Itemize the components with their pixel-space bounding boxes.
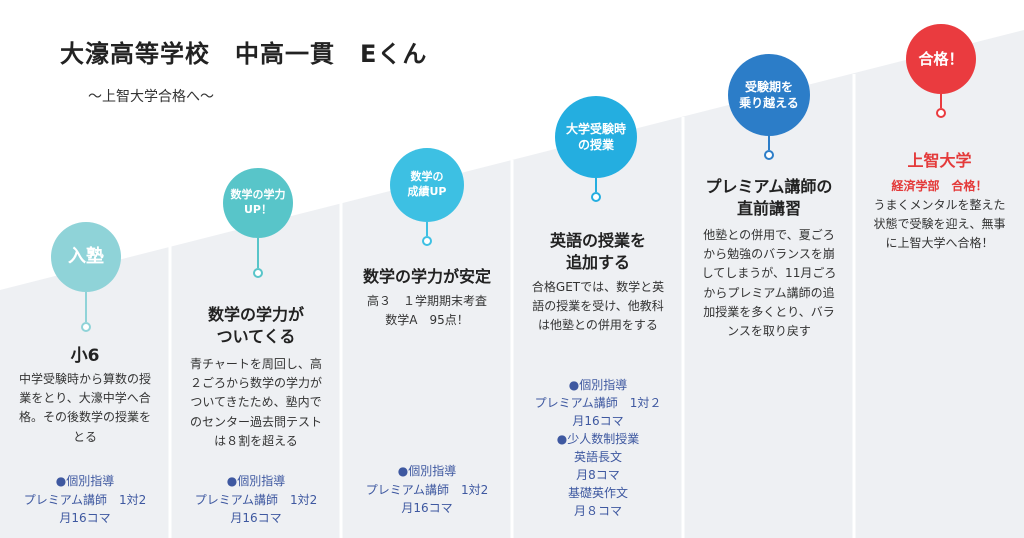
step-2-body: 青チャートを周回し、高 ２ごろから数学の学力が ついてきたため、塾内で のセンタ… [189,357,322,448]
step-5-pin: 受験期を乗り越える [727,54,811,160]
step-6-bubble-label: 合格！ [918,49,964,68]
step-5-body: 他塾との併用で、夏ごろ から勉強のバランスを崩 してしまうが、11月ごろ からプ… [701,228,837,338]
pin-stem [257,238,259,268]
step-4-bubble: 大学受験時の授業 [555,96,637,178]
step-1-course: ●個別指導 プレミアム講師 1対2 月16コマ [23,474,147,526]
step-5-heading: プレミアム講師の 直前講習 [705,177,833,218]
pin-dot [764,150,774,160]
step-1-pin: 入塾 [49,222,123,332]
step-3-body: 高３ １学期期末考査 数学A 95点！ [366,294,487,328]
step-6-pin: 合格！ [904,24,978,118]
step-6-heading: 上智大学 [907,151,972,170]
step-2-heading: 数学の学力が ついてくる [207,305,304,346]
pin-dot [253,268,263,278]
page-subtitle: 〜上智大学合格へ〜 [88,89,214,105]
step-4-heading: 英語の授業を 追加する [549,231,646,272]
step-5-bubble: 受験期を乗り越える [728,54,810,136]
step-1-body: 中学受験時から算数の授 業をとり、大濠中学へ合 格。その後数学の授業を とる [18,372,151,444]
step-3-pin: 数学の成績UP [389,148,465,246]
step-1-bubble: 入塾 [51,222,121,292]
pin-dot [591,192,601,202]
step-6-bubble: 合格！ [906,24,976,94]
pin-stem [768,136,770,150]
step-4-course: ●個別指導 プレミアム講師 1対２ 月16コマ ●少人数制授業 英語長文 月8コ… [534,378,662,518]
step-3-heading: 数学の学力が安定 [362,267,491,286]
step-1-heading: 小6 [70,346,100,366]
step-6-body: うまくメンタルを整えた 状態で受験を迎え、無事 に上智大学へ合格！ [873,198,1006,251]
pin-dot [81,322,91,332]
pin-stem [940,94,942,108]
step-4-pin: 大学受験時の授業 [554,96,638,202]
pin-dot [936,108,946,118]
step-3-bubble: 数学の成績UP [390,148,464,222]
step-1-bubble-label: 入塾 [68,245,104,267]
pin-stem [595,178,597,192]
step-6-subheading: 経済学部 合格！ [891,179,988,193]
step-2-course: ●個別指導 プレミアム講師 1対2 月16コマ [194,474,318,526]
page-title: 大濠高等学校 中高一貫 Eくん [60,40,428,68]
pin-stem [85,292,87,322]
pin-dot [422,236,432,246]
pin-stem [426,222,428,236]
step-3-course: ●個別指導 プレミアム講師 1対2 月16コマ [365,464,489,516]
step-4-body: 合格GETでは、数学と英 語の授業を受け、他教科 は他塾との併用をする [531,280,665,333]
